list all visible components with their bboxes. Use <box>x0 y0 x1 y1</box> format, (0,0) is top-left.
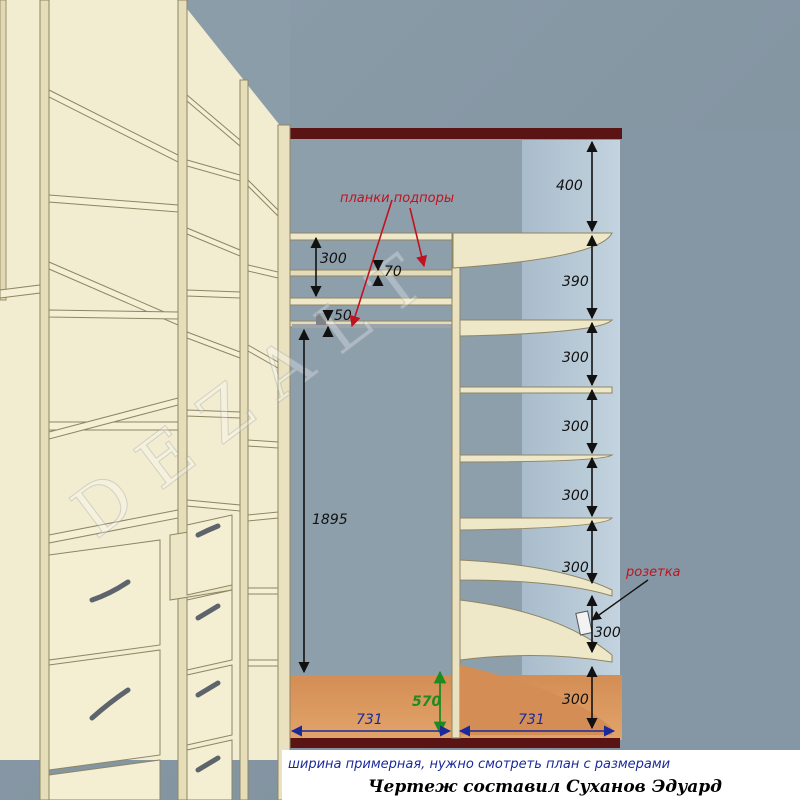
width-left-label: 731 <box>356 712 383 728</box>
strip-50-label: 50 <box>334 308 352 324</box>
svg-text:300: 300 <box>562 692 589 708</box>
upper-section <box>289 232 454 328</box>
upper-dimension-lines <box>298 236 384 674</box>
svg-text:300: 300 <box>562 350 589 366</box>
author-credit: Чертеж составил Суханов Эдуард <box>368 777 722 797</box>
top-shelf <box>289 232 454 241</box>
socket-pointer <box>591 579 649 621</box>
width-right-label: 731 <box>518 712 545 728</box>
strip-70-label: 70 <box>384 264 402 280</box>
left-cabinet <box>0 0 291 801</box>
support-strips-pointer <box>349 199 428 328</box>
svg-text:300: 300 <box>562 419 589 435</box>
support-strips-label: планки подпоры <box>340 191 454 206</box>
svg-text:300: 300 <box>562 488 589 504</box>
svg-text:390: 390 <box>562 274 589 290</box>
note-background <box>282 750 800 800</box>
right-shelves <box>452 232 614 735</box>
lower-height-label: 570 <box>412 694 441 710</box>
upper-shelf-gap-label: 300 <box>320 251 347 267</box>
rod-height-label: 1895 <box>312 512 348 528</box>
hanging-rod <box>292 324 452 328</box>
top-rail <box>290 128 622 139</box>
center-divider <box>451 232 461 739</box>
width-note: ширина примерная, нужно смотреть план с … <box>288 757 670 772</box>
rod-holder <box>316 313 326 325</box>
left-wall-interior <box>290 138 522 683</box>
svg-text:300: 300 <box>594 625 621 641</box>
bottom-plinth <box>288 738 620 748</box>
drawer-handle-icon <box>89 523 221 773</box>
svg-text:300: 300 <box>562 560 589 576</box>
back-niche <box>522 140 620 680</box>
right-wall-edge <box>620 130 800 800</box>
socket-label: розетка <box>625 565 681 580</box>
svg-text:400: 400 <box>556 178 583 194</box>
right-dimension-labels: 400 390 300 300 300 300 300 300 <box>556 178 621 708</box>
